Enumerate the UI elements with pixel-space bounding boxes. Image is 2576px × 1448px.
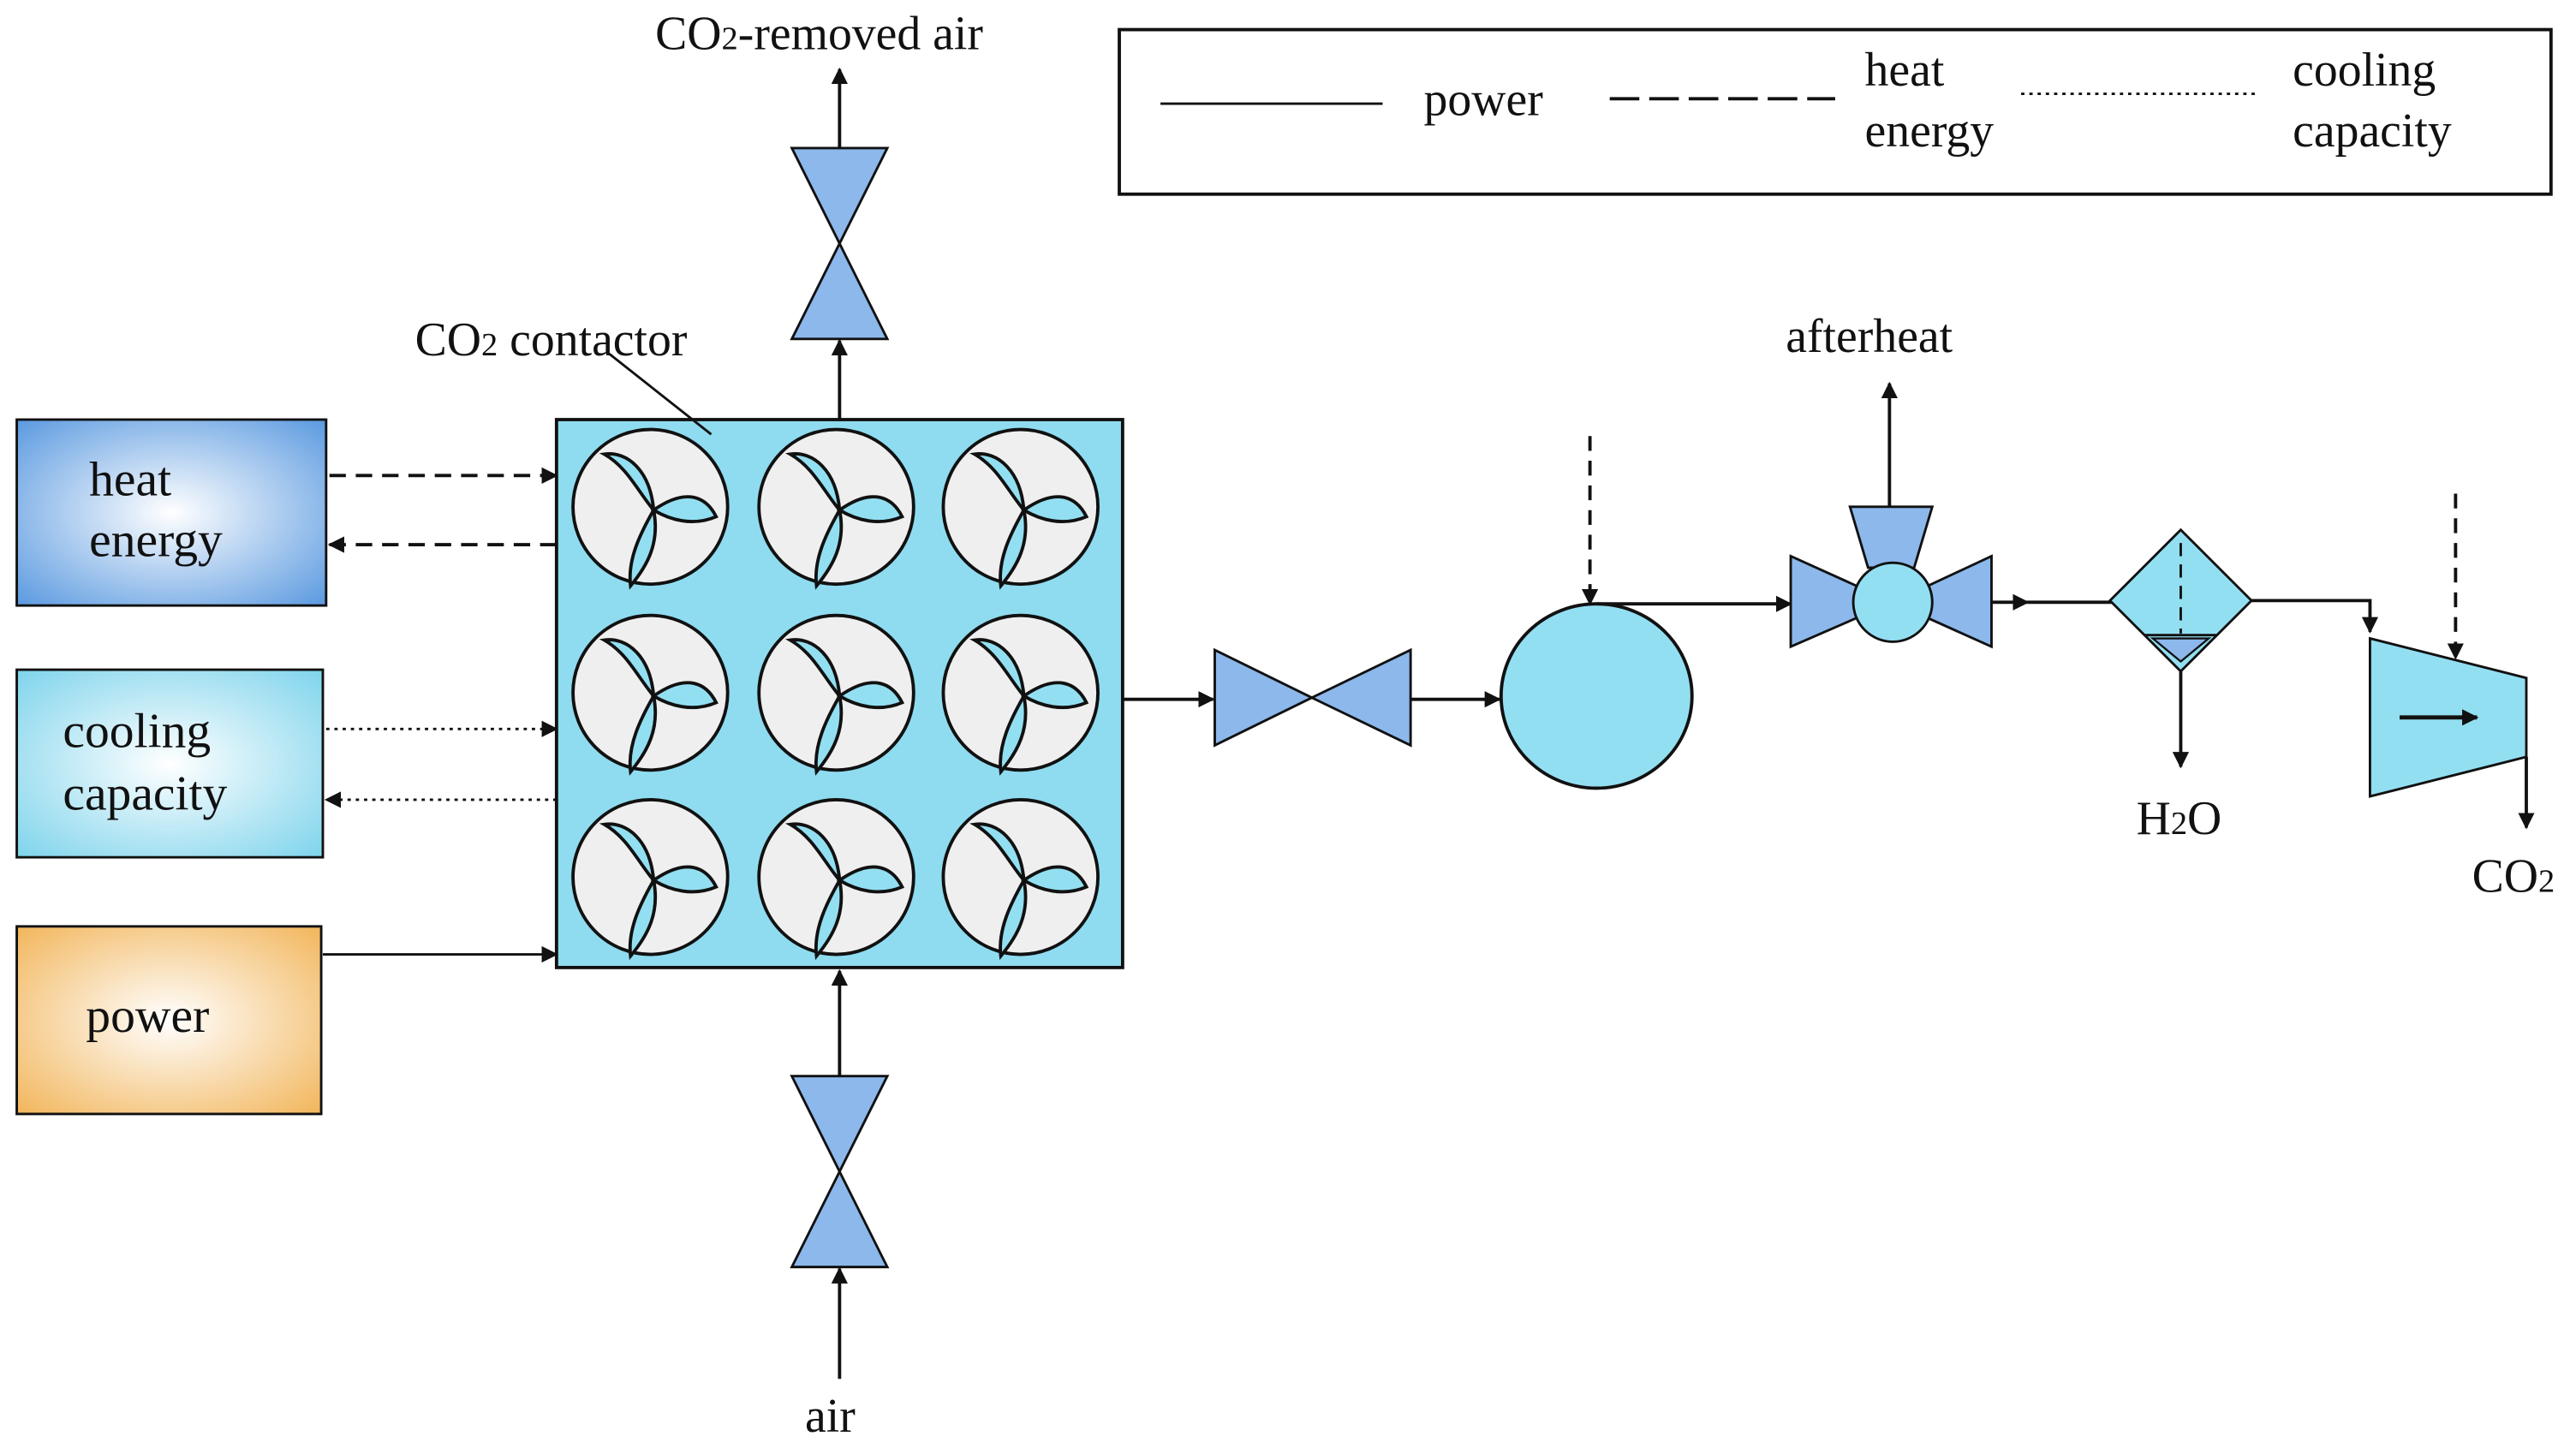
- legend-heat-label-line1: heat: [1865, 44, 1945, 97]
- legend-power-label: power: [1424, 74, 1544, 127]
- legend-cooling-label-line2: capacity: [2293, 104, 2452, 158]
- inlet-valve: [790, 1075, 890, 1269]
- cooling-capacity-source: cooling capacity: [15, 668, 325, 859]
- co2-product-label: CO2: [2472, 850, 2555, 903]
- afterheat-exchanger: [1789, 505, 1993, 649]
- fan-unit: [571, 427, 730, 588]
- co2-compressor: [2369, 636, 2528, 798]
- legend-heat-label-line2: energy: [1865, 104, 1995, 158]
- legend: power heat energy cooling capacity: [1118, 27, 2553, 196]
- power-source: power: [15, 925, 323, 1116]
- process-valve: [1213, 647, 1412, 748]
- water-label: H2O: [2137, 792, 2222, 845]
- afterheat-label: afterheat: [1786, 310, 1953, 363]
- vacuum-tank: [1499, 602, 1694, 790]
- fan-unit: [571, 613, 730, 774]
- heat-energy-box: [15, 418, 328, 607]
- fan-unit: [571, 797, 730, 958]
- heat-energy-label-line1: heat: [89, 452, 171, 506]
- fan-unit: [757, 797, 915, 958]
- fan-unit: [941, 613, 1100, 774]
- legend-cooling-label-line1: cooling: [2293, 44, 2436, 97]
- fan-unit: [941, 427, 1100, 588]
- fan-unit: [757, 613, 915, 774]
- cooling-capacity-label-line2: capacity: [63, 766, 227, 820]
- heat-energy-source: heat energy: [15, 418, 328, 607]
- cooling-capacity-label-line1: cooling: [63, 704, 211, 758]
- water-separator: [2108, 527, 2254, 674]
- contactor-label-leader: [608, 353, 713, 436]
- contactor-label: CO2 contactor: [415, 313, 688, 366]
- power-label: power: [86, 989, 209, 1043]
- separator-to-compressor-line: [2251, 599, 2379, 634]
- cooling-capacity-box: [15, 668, 325, 859]
- fan-unit: [941, 797, 1100, 958]
- fan-unit: [757, 427, 915, 588]
- heat-energy-label-line2: energy: [89, 513, 223, 567]
- outlet-valve: [790, 146, 890, 341]
- co2-contactor: [554, 418, 1124, 969]
- air-label: air: [805, 1390, 856, 1443]
- power-box: [15, 925, 323, 1116]
- legend-box: [1118, 27, 2553, 196]
- removed-air-label: CO2-removed air: [655, 8, 983, 61]
